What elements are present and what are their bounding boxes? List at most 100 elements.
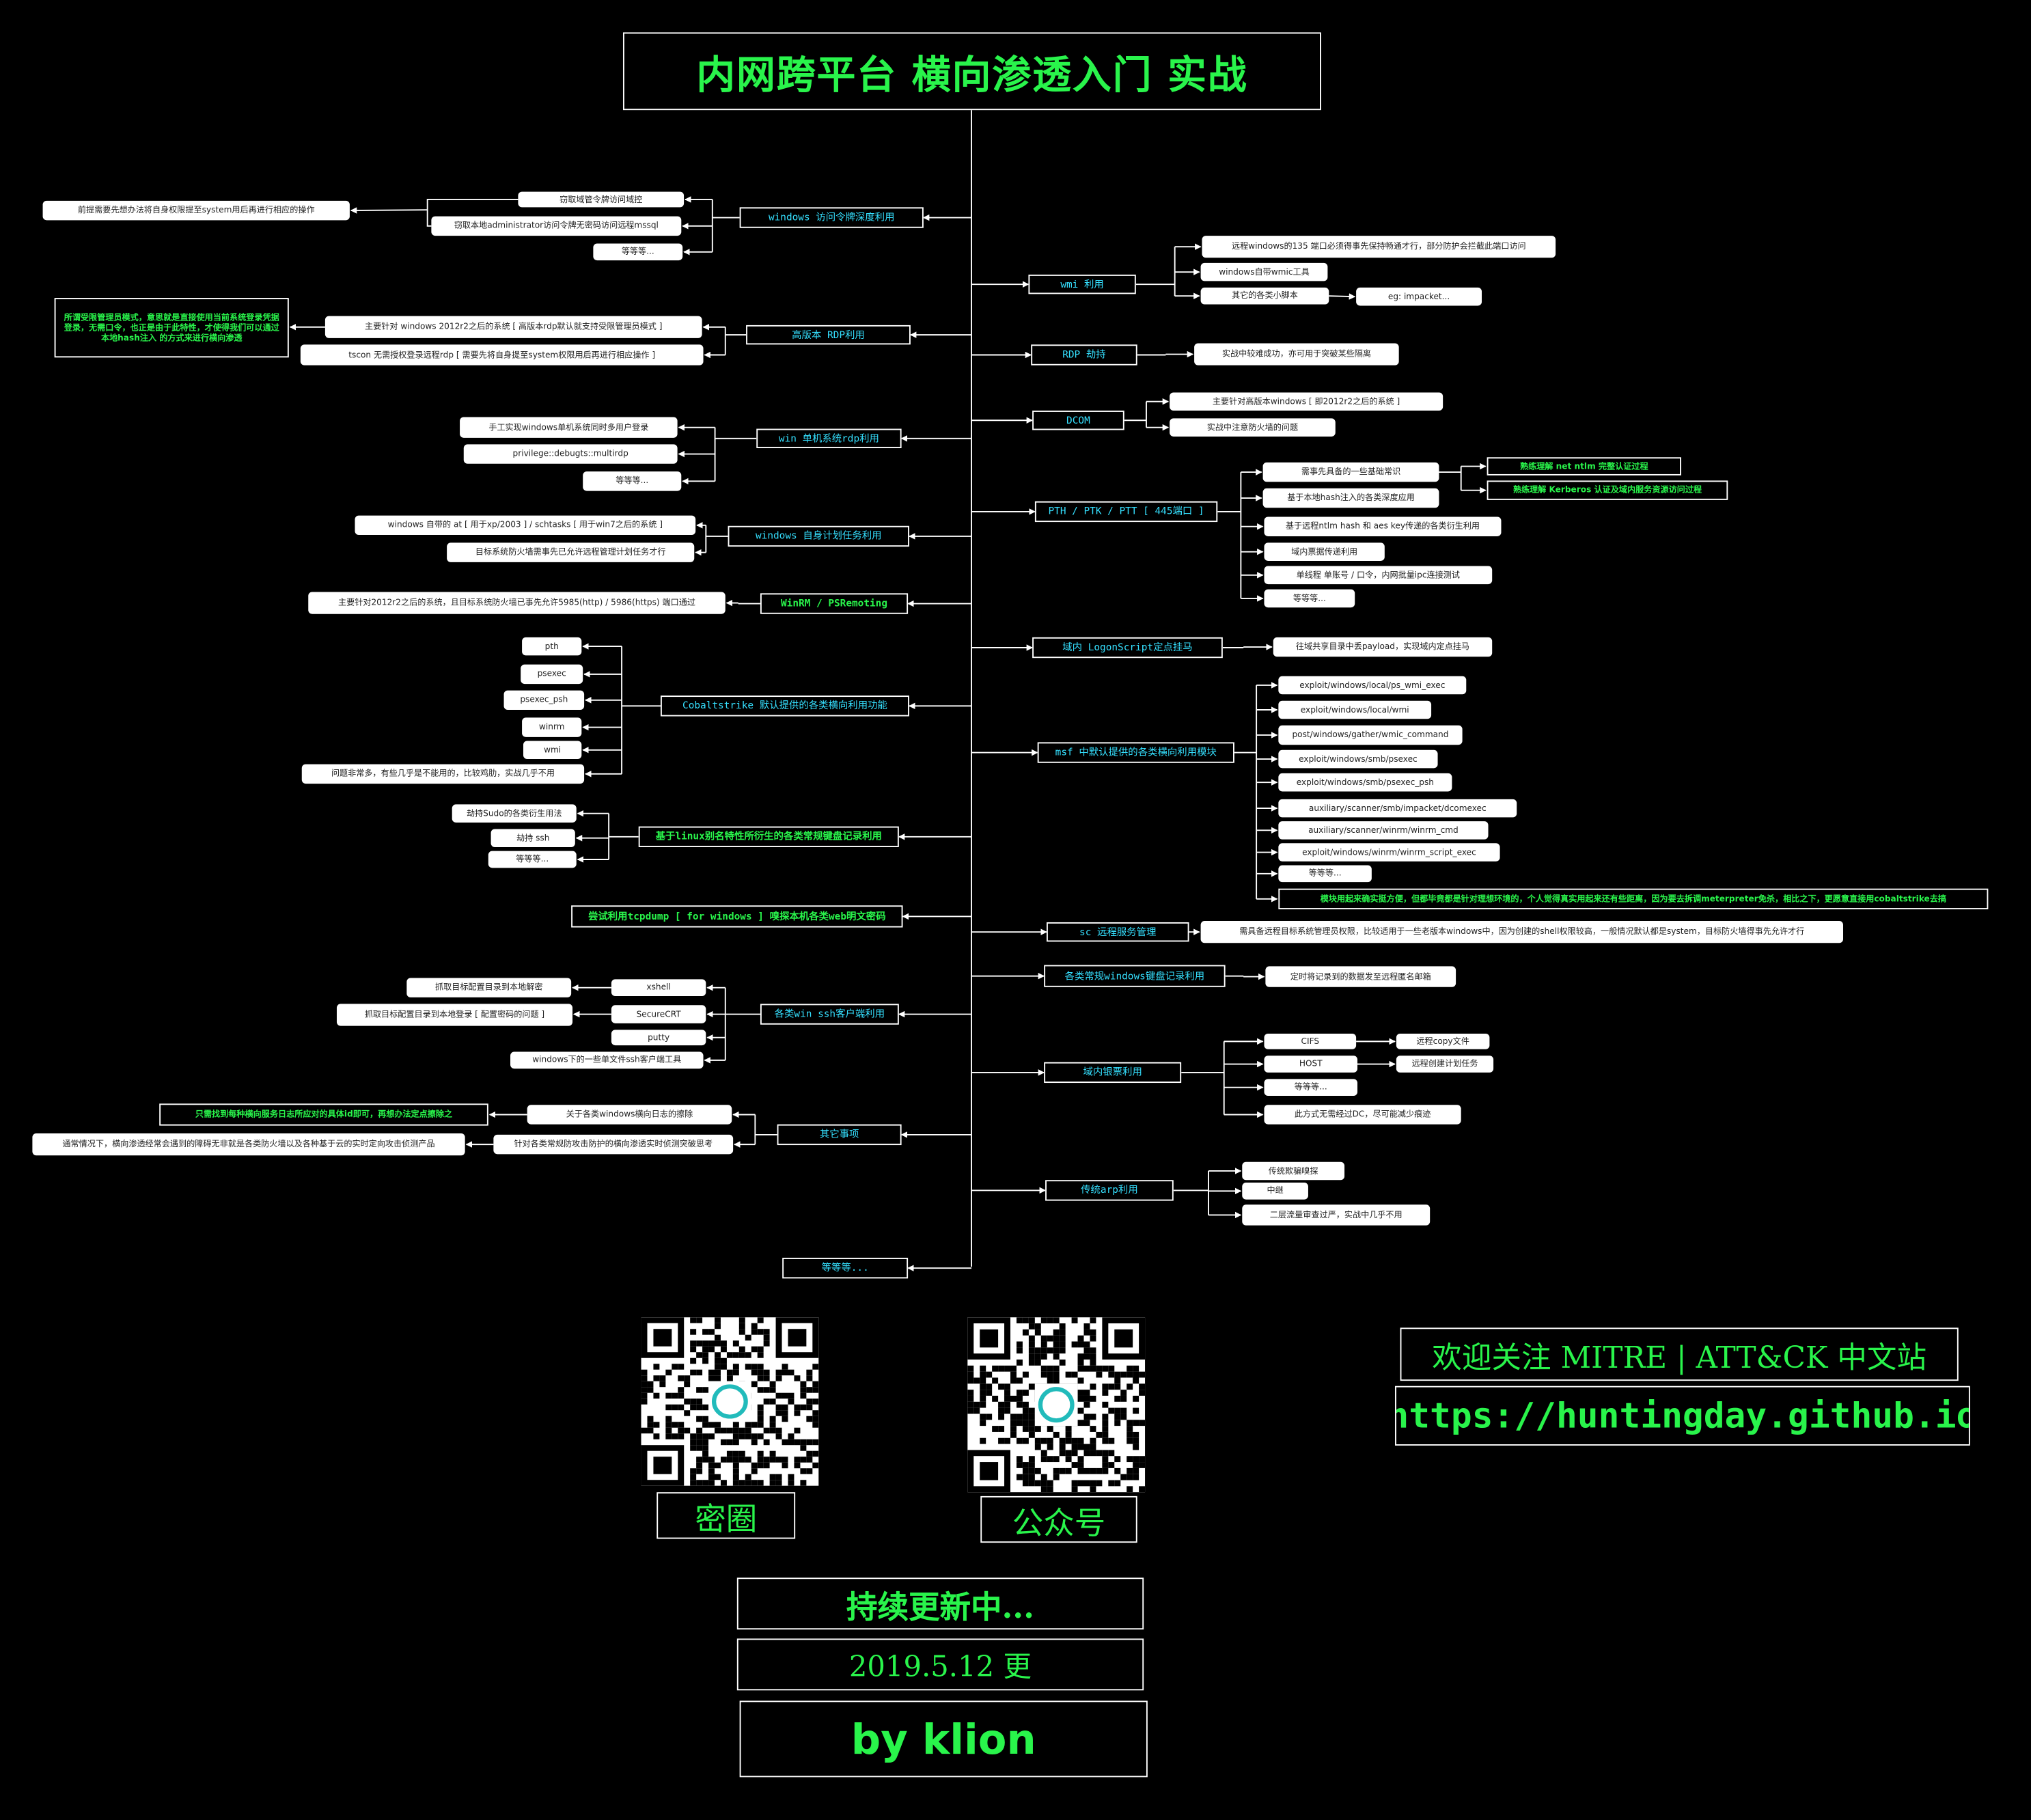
leaf-st-copy: 远程copy文件 (1396, 1034, 1490, 1049)
leaf-linux-etc: 等等等... (488, 851, 577, 868)
leaf-pth-basics: 需事先具备的一些基础常识 (1262, 462, 1439, 482)
leaf-cs-psexec-psh: psexec_psh (503, 690, 585, 711)
leaf-pth-etc: 等等等... (1264, 589, 1355, 608)
update-status: 持续更新中... (736, 1577, 1144, 1630)
leaf-ssh-login: 抓取目标配置目录到本地登录 [ 配置密码的问题 ] (336, 1004, 573, 1026)
leaf-keylog-mail: 定时将记录到的数据发至远程匿名邮箱 (1265, 966, 1456, 987)
node-dcom: DCOM (1032, 411, 1124, 430)
leaf-cs-winrm: winrm (522, 717, 582, 737)
node-arp: 传统arp利用 (1045, 1180, 1174, 1201)
leaf-linux-ssh: 劫持 ssh (491, 829, 575, 847)
leaf-cs-issue: 问题非常多，有些几乎是不能用的，比较鸡肋，实战几乎不用 (301, 764, 585, 784)
connector (426, 199, 519, 227)
leaf-dcom-fw: 实战中注意防火墙的问题 (1170, 418, 1336, 437)
leaf-st-host: HOST (1264, 1056, 1358, 1073)
node-pth: PTH / PTK / PTT [ 445端口 ] (1034, 501, 1218, 523)
node-msf: msf 中默认提供的各类横向利用模块 (1037, 742, 1234, 763)
leaf-rdp-tscon: tscon 无需授权登录远程rdp [ 需要先将自身提至system权限用后再进… (300, 344, 704, 366)
leaf-misc-logclean: 关于各类windows横向日志的擦除 (527, 1105, 732, 1125)
leaf-misc-firewall: 通常情况下，横向渗透经常会遇到的障碍无非就是各类防火墙以及各种基于云的实时定向攻… (32, 1133, 465, 1156)
leaf-sc-admin: 需具备远程目标系统管理员权限，比较适用于一些老版本windows中，因为创建的s… (1200, 921, 1844, 943)
node-misc: 其它事项 (777, 1124, 902, 1146)
note-pth-kerberos: 熟练理解 Kerberos 认证及域内服务资源访问过程 (1487, 480, 1728, 500)
leaf-schtasks-fw: 目标系统防火墙需事先已允许远程管理计划任务才行 (447, 542, 695, 562)
leaf-cs-wmi: wmi (523, 741, 582, 760)
qr-code-mi-quan (641, 1317, 819, 1486)
note-misc-logid: 只需找到每种横向服务日志所应对的具体id即可，再想办法定点擦除之 (159, 1103, 488, 1126)
leaf-msf-wmic: post/windows/gather/wmic_command (1278, 725, 1463, 745)
leaf-token-etc: 等等等... (593, 243, 683, 261)
leaf-msf-winrm-script: exploit/windows/winrm/winrm_script_exec (1278, 843, 1500, 861)
leaf-schtasks-at: windows 自带的 at [ 用于xp/2003 ] / schtasks … (355, 515, 696, 536)
qr-code-gong-zhong-hao (967, 1317, 1146, 1493)
leaf-rdp-restricted-admin: 主要针对 windows 2012r2之后的系统 [ 高版本rdp默认就支持受限… (324, 316, 702, 338)
node-winrm: WinRM / PSRemoting (760, 593, 909, 614)
leaf-rdp-mimikatz: privilege::debugts::multirdp (463, 444, 678, 464)
leaf-ssh-decrypt: 抓取目标配置目录到本地解密 (406, 978, 572, 997)
leaf-arp-sniff: 传统欺骗嗅探 (1242, 1161, 1345, 1181)
leaf-st-schtask: 远程创建计划任务 (1396, 1056, 1494, 1073)
note-restricted-admin: 所谓受限管理员模式，意思就是直接使用当前系统登录凭据登录，无需口令，也正是由于此… (54, 298, 289, 358)
leaf-cs-psexec: psexec (521, 664, 583, 685)
leaf-st-cifs: CIFS (1264, 1034, 1357, 1049)
leaf-msf-etc: 等等等... (1278, 865, 1372, 883)
author-credit: by klion (739, 1700, 1148, 1778)
leaf-dcom-highver: 主要针对高版本windows [ 即2012r2之后的系统 ] (1170, 392, 1443, 411)
connector (1329, 293, 1356, 300)
leaf-rdp-multiuser: 手工实现windows单机系统同时多用户登录 (460, 417, 678, 438)
promo-banner: 欢迎关注 MITRE | ATT&CK 中文站 (1400, 1327, 1959, 1381)
leaf-msf-ps-wmi: exploit/windows/local/ps_wmi_exec (1278, 676, 1467, 695)
leaf-wmi-135: 远程windows的135 端口必须得事先保持畅通才行，部分防护会拦截此端口访问 (1202, 236, 1556, 258)
update-date: 2019.5.12 更 (736, 1638, 1144, 1691)
leaf-st-etc: 等等等... (1264, 1079, 1358, 1097)
node-cobaltstrike: Cobaltstrike 默认提供的各类横向利用功能 (660, 695, 909, 717)
leaf-ssh-securecrt: SecureCRT (611, 1005, 706, 1023)
leaf-msf-dcomexec: auxiliary/scanner/smb/impacket/dcomexec (1278, 799, 1517, 818)
leaf-ssh-putty: putty (611, 1030, 706, 1046)
node-win-ssh: 各类win ssh客户端利用 (760, 1004, 899, 1025)
node-rdp-hijack: RDP 劫持 (1031, 344, 1137, 366)
leaf-misc-detect: 针对各类常规防攻击防护的横向渗透实时侦测突破思考 (493, 1134, 734, 1155)
node-schtasks: windows 自身计划任务利用 (728, 525, 909, 547)
leaf-rdp-etc: 等等等... (583, 471, 682, 491)
leaf-wmi-impacket: eg: impacket... (1356, 287, 1482, 306)
leaf-msf-wmi: exploit/windows/local/wmi (1278, 700, 1432, 719)
leaf-logonscript: 往域共享目录中丢payload，实现域内定点挂马 (1273, 637, 1493, 657)
leaf-ssh-singlefile: windows下的一些单文件ssh客户端工具 (510, 1051, 704, 1069)
leaf-token-admin-mssql: 窃取本地administrator访问令牌无密码访问远程mssql (431, 216, 682, 236)
node-tcpdump: 尝试利用tcpdump [ for windows ] 嗅探本机各类web明文密… (571, 905, 903, 928)
leaf-arp-l2: 二层流量审查过严，实战中几乎不用 (1242, 1204, 1431, 1226)
node-windows-token: windows 访问令牌深度利用 (739, 207, 924, 228)
leaf-token-steal-da: 窃取域管令牌访问域控 (518, 191, 685, 208)
leaf-cs-pth: pth (522, 637, 582, 656)
node-etc: 等等等... (782, 1258, 909, 1279)
node-wmi: wmi 利用 (1028, 274, 1136, 294)
note-msf-cobaltstrike: 模块用起来确实挺方便，但都毕竟都是针对理想环境的，个人觉得真实用起来还有些距离，… (1278, 888, 1989, 909)
leaf-pth-hash-inject: 基于本地hash注入的各类深度应用 (1262, 488, 1439, 508)
leaf-pth-ipc: 单线程 单账号 / 口令，内网批量ipc连接测试 (1264, 566, 1493, 585)
leaf-ssh-xshell: xshell (611, 979, 706, 997)
node-linux-alias: 基于linux别名特性所衍生的各类常规键盘记录利用 (638, 826, 899, 847)
leaf-linux-sudo: 劫持Sudo的各类衍生用法 (452, 804, 577, 823)
node-rdp-single: win 单机系统rdp利用 (756, 428, 902, 449)
node-rdp-highver: 高版本 RDP利用 (746, 325, 911, 345)
leaf-msf-psexec: exploit/windows/smb/psexec (1278, 749, 1438, 769)
leaf-wmi-scripts: 其它的各类小脚本 (1200, 287, 1329, 305)
leaf-wmi-wmic: windows自带wmic工具 (1200, 262, 1328, 281)
leaf-msf-psexec-psh: exploit/windows/smb/psexec_psh (1278, 773, 1452, 792)
leaf-token-prereq: 前提需要先想办法将自身权限提至system用后再进行相应的操作 (42, 200, 350, 221)
leaf-pth-ptt: 域内票据传递利用 (1264, 542, 1385, 561)
node-keylogger: 各类常规windows键盘记录利用 (1044, 965, 1226, 987)
note-pth-ntlm: 熟练理解 net ntlm 完整认证过程 (1487, 457, 1682, 475)
leaf-pth-ntlm-aes: 基于远程ntlm hash 和 aes key传递的各类衍生利用 (1264, 516, 1502, 536)
node-logonscript: 域内 LogonScript定点挂马 (1032, 637, 1223, 659)
leaf-winrm-ports: 主要针对2012r2之后的系统，且目标系统防火墙已事先允许5985(http) … (308, 592, 726, 614)
site-url-link[interactable]: https://huntingday.github.io (1394, 1385, 1970, 1446)
leaf-arp-relay: 中继 (1242, 1183, 1308, 1200)
page-title: 内网跨平台 横向渗透入门 实战 (622, 32, 1321, 111)
node-silver-ticket: 域内银票利用 (1044, 1062, 1182, 1084)
leaf-st-nodc: 此方式无需经过DC，尽可能减少痕迹 (1264, 1105, 1461, 1125)
qr-label-mi-quan: 密圈 (657, 1492, 796, 1539)
